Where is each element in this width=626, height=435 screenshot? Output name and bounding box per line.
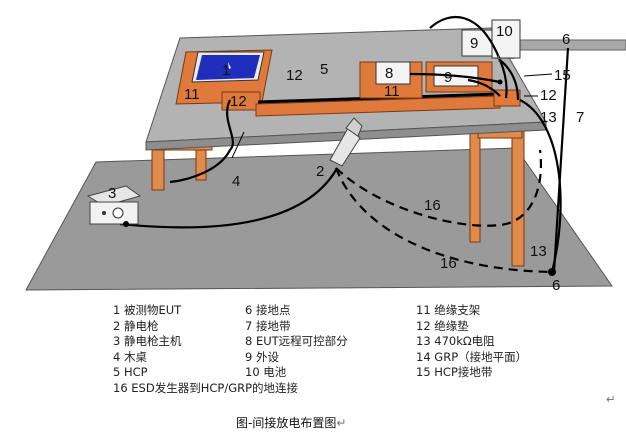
callout-8: 8 (385, 65, 393, 82)
callout-6-bottom: 6 (552, 277, 560, 294)
callout-11-left: 11 (184, 86, 200, 103)
legend-item: 11 绝缘支架 (416, 303, 481, 317)
cables (119, 15, 520, 229)
legend-item: 4 木桌 (113, 349, 147, 364)
callout-9-top: 9 (470, 35, 478, 52)
caption-text: 图-间接放电布置图 (236, 416, 337, 430)
caption-paragraph-mark: ↵ (336, 416, 347, 430)
callout-13-bottom: 13 (530, 243, 547, 260)
ground-strap-7 (552, 47, 570, 273)
legend-item: 15 HCP接地带 (416, 365, 493, 380)
callout-15: 15 (554, 67, 571, 84)
legend-col-1: 1 被测物EUT 2 静电枪 3 静电枪主机 4 木桌 5 HCP 16 ESD… (113, 303, 298, 397)
callout-leaders (231, 73, 553, 159)
callout-5: 5 (320, 61, 328, 78)
resistor-wire-13 (519, 99, 562, 273)
callout-12-left: 12 (230, 93, 247, 110)
battery-minus: − (506, 52, 515, 65)
figure-caption: 图-间接放电布置图↵ (236, 414, 346, 431)
legend-item: 12 绝缘垫 (416, 318, 469, 333)
callout-16-lower: 16 (440, 255, 457, 272)
legend-item: 10 电池 (245, 365, 287, 380)
callout-11-mid: 11 (384, 83, 400, 100)
legend-item: 1 被测物EUT (113, 303, 182, 317)
ground-point-dot (548, 268, 556, 276)
legend-item: 6 接地点 (245, 303, 291, 317)
callout-6-top: 6 (562, 31, 570, 48)
legend-item: 9 外设 (245, 349, 279, 364)
legend-col-3: 11 绝缘支架 12 绝缘垫 13 470kΩ电阻 14 GRP（接地平面） 1… (416, 303, 527, 381)
callout-2-gun: 2 (316, 163, 324, 180)
insulating-strip (255, 95, 501, 117)
esd-ground-connections (334, 149, 553, 274)
ground-reference-plane (25, 147, 613, 291)
cable-junction-dot (497, 79, 503, 85)
eut-screen (196, 55, 260, 80)
legend-item: 14 GRP（接地平面） (416, 349, 528, 364)
callout-13-right: 13 (540, 109, 557, 126)
callout-10: 10 (496, 23, 513, 40)
paragraph-mark: ↵ (606, 392, 616, 406)
callout-16-upper: 16 (424, 197, 441, 214)
legend-item: 7 接地带 (245, 318, 291, 333)
legend-item: 2 静电枪 (113, 318, 159, 333)
eut-cursor-icon (228, 62, 231, 69)
callout-9-mid: 9 (444, 69, 452, 86)
callout-1: 1 (222, 62, 230, 79)
callout-7: 7 (576, 109, 584, 126)
legend-item: 3 静电枪主机 (113, 334, 182, 349)
legend-item: 16 ESD发生器到HCP/GRP的地连接 (113, 380, 299, 395)
legend-item: 13 470kΩ电阻 (416, 334, 495, 349)
legend-col-2: 6 接地点 7 接地带 8 EUT远程可控部分 9 外设 10 电池 (245, 303, 348, 381)
callout-12-right: 12 (540, 87, 557, 104)
esd-generator (86, 185, 142, 225)
callout-4: 4 (232, 173, 240, 190)
battery-plus: + (494, 52, 503, 65)
callout-3: 3 (108, 185, 116, 202)
legend-item: 5 HCP (113, 365, 148, 380)
esd-gun (329, 117, 363, 167)
cable-end-dot (123, 221, 129, 227)
legend-item: 8 EUT远程可控部分 (245, 334, 348, 349)
callout-12-strip: 12 (286, 67, 303, 84)
